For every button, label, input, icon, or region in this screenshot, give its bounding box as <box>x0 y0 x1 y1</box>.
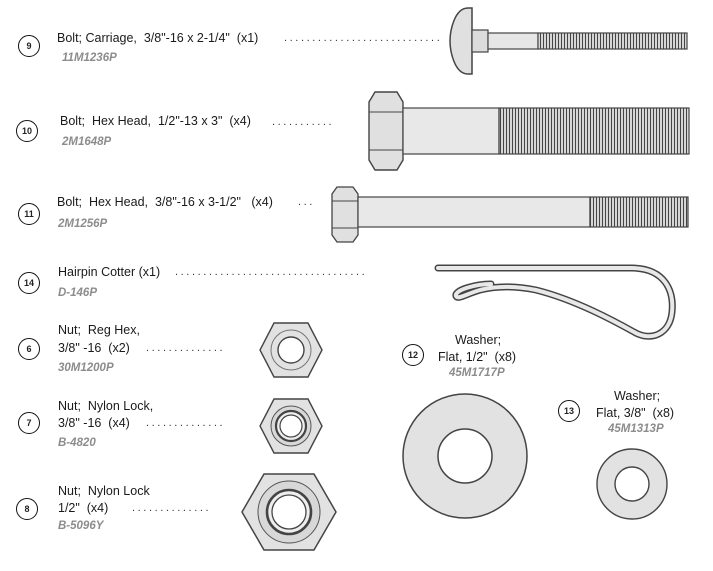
washer-small-icon <box>596 448 668 520</box>
part-number-washer-half: 45M1717P <box>449 367 505 379</box>
hex-bolt-large-icon <box>368 91 690 171</box>
part-label-nylon-lock-nut-line2: 3/8" -16 (x4) <box>58 416 130 430</box>
part-number-hex-bolt-three-eighths: 2M1256P <box>58 218 108 230</box>
hex-bolt-small-icon <box>331 186 689 243</box>
leader-dots: ........... <box>272 116 335 128</box>
part-label-hex-nut-line1: Nut; Reg Hex, <box>58 323 140 337</box>
part-label-hex-nut-line2: 3/8" -16 (x2) <box>58 341 130 355</box>
washer-large-icon <box>402 393 528 519</box>
part-label-washer-half-line2: Flat, 1/2" (x8) <box>438 350 517 364</box>
item-number-8: 8 <box>16 498 38 520</box>
carriage-bolt-icon <box>449 7 688 75</box>
part-label-washer-three-eighths-line1: Washer; <box>614 389 661 403</box>
item-number-14: 14 <box>18 272 40 294</box>
part-number-hex-bolt-half: 2M1648P <box>62 136 112 148</box>
part-number-carriage-bolt: 11M1236P <box>62 52 117 64</box>
item-number-11: 11 <box>18 203 40 225</box>
leader-dots: .............. <box>132 502 212 514</box>
item-number-13: 13 <box>558 400 580 422</box>
part-label-hairpin-cotter: Hairpin Cotter (x1) <box>58 265 161 279</box>
part-number-hex-nut: 30M1200P <box>58 362 114 374</box>
nylon-lock-nut-large-icon <box>241 473 337 551</box>
part-label-carriage-bolt: Bolt; Carriage, 3/8"-16 x 2-1/4" (x1) <box>57 31 259 45</box>
hairpin-cotter-icon <box>434 264 676 340</box>
leader-dots: .................................. <box>175 266 368 278</box>
item-number-9: 9 <box>18 35 40 57</box>
part-label-nylon-lock-nut-line1: Nut; Nylon Lock, <box>58 399 154 413</box>
hex-nut-icon <box>259 322 323 378</box>
part-label-hex-bolt-half: Bolt; Hex Head, 1/2"-13 x 3" (x4) <box>60 114 251 128</box>
leader-dots: ................................. <box>284 32 439 44</box>
nylon-lock-nut-icon <box>259 398 323 454</box>
leader-dots: ... <box>298 196 315 208</box>
part-number-washer-three-eighths: 45M1313P <box>608 423 664 435</box>
part-number-hairpin-cotter: D-146P <box>58 287 97 299</box>
item-number-6: 6 <box>18 338 40 360</box>
part-label-washer-half-line1: Washer; <box>455 333 502 347</box>
part-label-nylon-lock-nut-large-line2: 1/2" (x4) <box>58 501 109 515</box>
part-label-nylon-lock-nut-large-line1: Nut; Nylon Lock <box>58 484 150 498</box>
item-number-7: 7 <box>18 412 40 434</box>
part-label-washer-three-eighths-line2: Flat, 3/8" (x8) <box>596 406 675 420</box>
leader-dots: .............. <box>146 417 226 429</box>
item-number-12: 12 <box>402 344 424 366</box>
leader-dots: .............. <box>146 342 226 354</box>
item-number-10: 10 <box>16 120 38 142</box>
part-number-nylon-lock-nut-large: B-5096Y <box>58 520 104 532</box>
part-number-nylon-lock-nut: B-4820 <box>58 437 96 449</box>
part-label-hex-bolt-three-eighths: Bolt; Hex Head, 3/8"-16 x 3-1/2" (x4) <box>57 195 273 209</box>
